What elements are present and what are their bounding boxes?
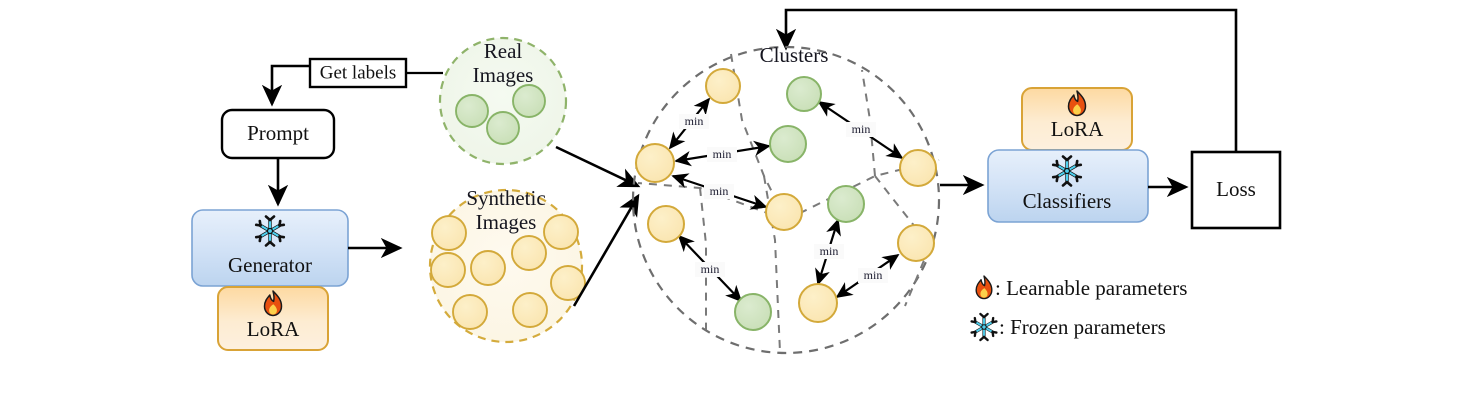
min-edge-5: min: [677, 234, 743, 303]
cluster-point-synthetic: [635, 143, 675, 183]
cluster-point-synthetic: [705, 68, 741, 104]
snowflake-icon: [1051, 155, 1083, 187]
fire-icon: [1067, 90, 1087, 117]
legend: : Learnable parameters: [970, 275, 1187, 342]
loss-label: Loss: [1216, 177, 1256, 201]
legend-item-learnable: : Learnable parameters: [975, 275, 1187, 300]
classifiers-node[interactable]: Classifiers: [987, 149, 1149, 223]
cluster-points: [635, 68, 937, 331]
cluster-point-synthetic: [647, 205, 685, 243]
legend-learnable-label: : Learnable parameters: [995, 276, 1187, 300]
cluster-point-synthetic: [897, 224, 935, 262]
getlabels-to-prompt-arrow: [261, 64, 310, 107]
snowflake-icon: [970, 312, 998, 342]
cluster-point-real: [769, 125, 807, 163]
min-edge-6: min: [814, 218, 844, 286]
min-label: min: [685, 114, 704, 128]
clusters-group: Clusters min min min: [631, 43, 941, 355]
get-labels-node[interactable]: Get labels: [308, 57, 408, 89]
fire-icon: [975, 275, 993, 300]
generator-lora-node[interactable]: LoRA: [217, 286, 329, 351]
synthetic-images-group: Synthetic Images: [428, 186, 586, 344]
cluster-point-synthetic: [899, 149, 937, 187]
generator-label: Generator: [228, 253, 312, 277]
cluster-point-real: [734, 293, 772, 331]
generator-node[interactable]: Generator: [191, 209, 349, 287]
real-images-label-line1: Real: [484, 39, 523, 63]
fire-icon: [263, 290, 283, 317]
real-images-group: Real Images: [438, 36, 568, 166]
clusters-label: Clusters: [760, 43, 829, 67]
min-edge-2: min: [674, 140, 771, 167]
min-label: min: [713, 147, 732, 161]
cluster-point-real: [827, 185, 865, 223]
loss-node[interactable]: Loss: [1190, 150, 1282, 230]
min-label: min: [701, 262, 720, 276]
classifiers-lora-node[interactable]: LoRA: [1021, 87, 1133, 151]
legend-frozen-label: : Frozen parameters: [999, 315, 1166, 339]
min-edge-1: min: [668, 97, 711, 150]
synthetic-images-label-line1: Synthetic: [466, 186, 545, 210]
get-labels-label: Get labels: [320, 62, 397, 83]
real-image-dots: [455, 84, 546, 145]
min-label: min: [820, 244, 839, 258]
generator-lora-label: LoRA: [247, 317, 300, 341]
classifiers-label: Classifiers: [1023, 189, 1112, 213]
min-edge-3: min: [671, 173, 768, 210]
real-images-label-line2: Images: [473, 63, 534, 87]
real-to-clusters-arrow: [555, 145, 641, 188]
synthetic-images-label-line2: Images: [476, 210, 537, 234]
feedback-loop-path: [775, 8, 1238, 152]
cluster-point-synthetic: [798, 283, 838, 323]
synthetic-image-dots: [430, 214, 586, 330]
min-edge-4: min: [817, 101, 904, 159]
classifiers-lora-label: LoRA: [1051, 117, 1104, 141]
prompt-node[interactable]: Prompt: [220, 108, 336, 160]
min-label: min: [710, 184, 729, 198]
snowflake-icon: [254, 215, 286, 247]
cluster-point-real: [786, 76, 822, 112]
prompt-label: Prompt: [247, 121, 309, 145]
cluster-point-synthetic: [765, 193, 803, 231]
min-label: min: [852, 122, 871, 136]
min-label: min: [864, 268, 883, 282]
min-edge-7: min: [835, 254, 900, 298]
legend-item-frozen: : Frozen parameters: [970, 312, 1166, 342]
synthetic-to-clusters-arrow: [572, 193, 640, 307]
